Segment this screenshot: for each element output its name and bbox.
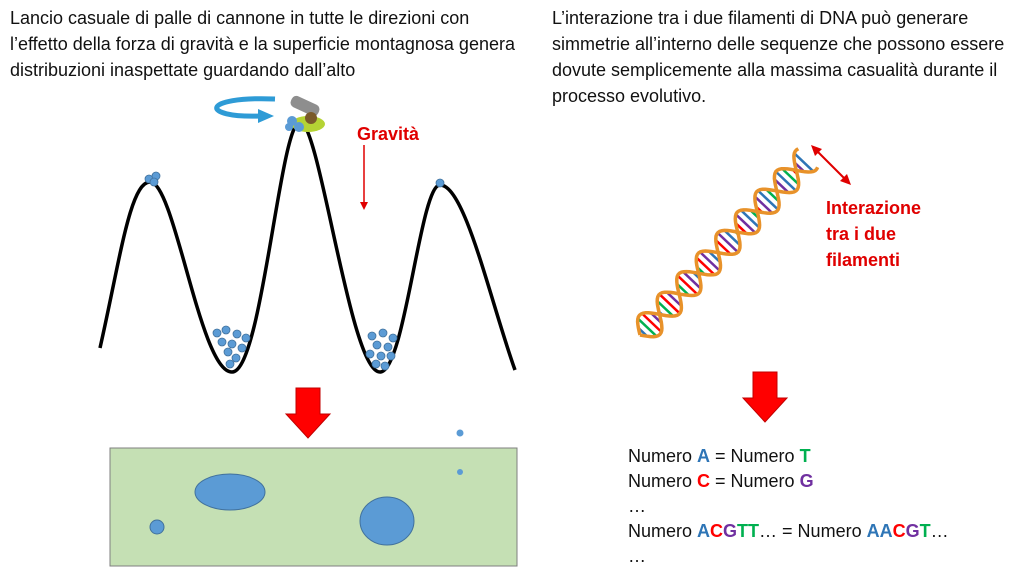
base-pair	[740, 209, 761, 229]
formula-line: …	[628, 544, 949, 569]
base-pair	[676, 274, 699, 296]
base-pair	[682, 270, 702, 290]
base-pair	[723, 229, 741, 247]
interaction-arrow-icon	[811, 145, 851, 185]
dna-strand	[635, 147, 801, 336]
mountain-curve	[98, 120, 517, 374]
interaction-label-2: tra i due	[826, 224, 897, 244]
formula-text: …	[930, 521, 949, 541]
formula-line: Numero A = Numero T	[628, 444, 949, 469]
base-pair	[793, 152, 815, 173]
rotation-arrow-icon	[214, 96, 276, 123]
base-letter: AA	[866, 521, 893, 541]
cannon-balls	[144, 171, 445, 371]
base-letter: C	[697, 471, 711, 491]
base-pair	[765, 188, 780, 203]
base-pair	[757, 189, 779, 211]
base-letter: T	[799, 446, 811, 466]
dna-helix-icon	[635, 147, 820, 339]
base-pair	[774, 170, 797, 192]
formula-text: Numero	[628, 521, 698, 541]
interaction-label-3: filamenti	[826, 250, 901, 270]
dna-strand	[639, 166, 820, 339]
down-arrow-icon	[741, 371, 789, 423]
base-pair	[716, 231, 739, 254]
down-arrow-icon	[284, 387, 332, 439]
base-letter: G	[723, 521, 738, 541]
base-pair	[714, 239, 732, 256]
base-letter: T	[919, 521, 931, 541]
formula-text: …	[628, 546, 646, 566]
formula-text: Numero	[628, 446, 698, 466]
base-pair	[656, 300, 674, 317]
base-pair	[699, 251, 721, 272]
base-pair	[665, 291, 683, 307]
base-letter: A	[697, 446, 711, 466]
formula-line: Numero C = Numero G	[628, 469, 949, 494]
base-pair	[695, 256, 716, 276]
base-pair	[773, 178, 790, 194]
formula-text: …	[628, 496, 646, 516]
left-description: Lancio casuale di palle di cannone in tu…	[10, 8, 515, 80]
top-view-field	[109, 429, 518, 567]
interaction-label-1: Interazione	[826, 198, 922, 218]
formula-line: …	[628, 494, 949, 519]
formula-text: Numero	[628, 471, 698, 491]
gravity-arrow-icon	[360, 145, 368, 210]
formula-line: Numero ACGTT… = Numero AACGT…	[628, 519, 949, 544]
base-letter: TT	[737, 521, 760, 541]
cannon-icon	[285, 95, 325, 132]
base-pair	[641, 312, 663, 333]
base-pair	[754, 195, 774, 214]
formula-text: … = Numero	[759, 521, 867, 541]
gravity-label: Gravità	[357, 124, 420, 144]
base-pair	[735, 213, 757, 234]
formula-text: = Numero	[710, 446, 800, 466]
formula-text: = Numero	[710, 471, 800, 491]
base-letter: C	[710, 521, 724, 541]
right-description: L’interazione tra i due filamenti di DNA…	[552, 8, 1005, 106]
base-letter: A	[697, 521, 711, 541]
base-letter: G	[799, 471, 814, 491]
base-letter: G	[905, 521, 920, 541]
base-pair	[781, 167, 800, 186]
base-pair	[658, 293, 681, 315]
base-pair	[637, 317, 658, 338]
base-letter: C	[892, 521, 906, 541]
